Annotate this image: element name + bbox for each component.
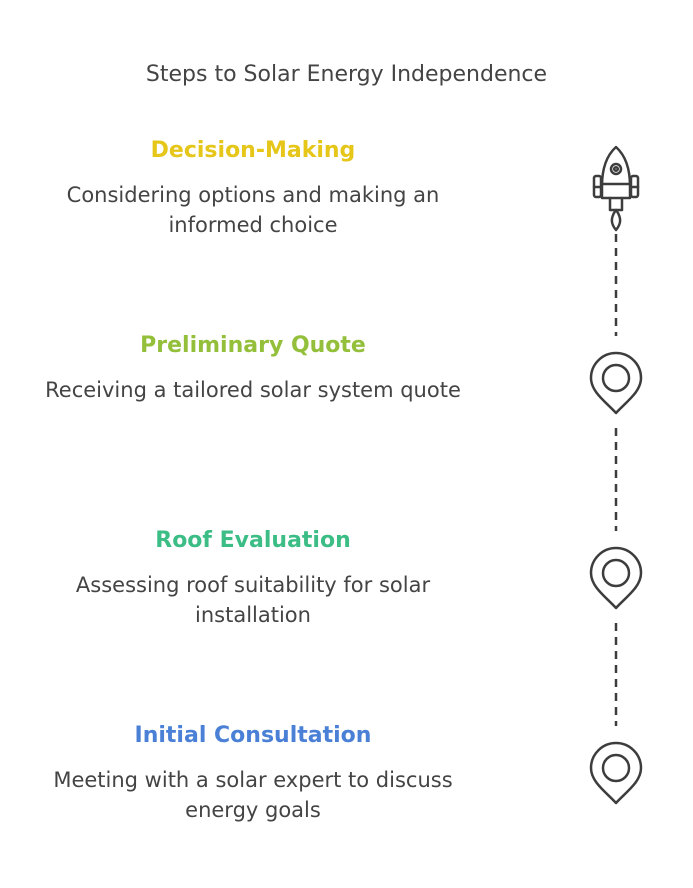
diagram-title: Steps to Solar Energy Independence (145, 62, 548, 87)
step-heading: Decision-Making (150, 138, 356, 163)
map-pin-icon (589, 546, 643, 610)
map-pin-icon (589, 741, 643, 805)
step-description: Assessing roof suitability for solar ins… (75, 573, 431, 627)
step-heading: Preliminary Quote (140, 333, 366, 358)
map-pin-icon (589, 351, 643, 415)
step-preliminary-quote: Preliminary Quote Receiving a tailored s… (18, 331, 488, 405)
step-roof-evaluation: Roof Evaluation Assessing roof suitabili… (18, 526, 488, 630)
rocket-icon (592, 145, 640, 232)
step-description: Considering options and making an inform… (66, 183, 440, 237)
step-description: Meeting with a solar expert to discuss e… (53, 768, 453, 822)
step-decision-making: Decision-Making Considering options and … (18, 136, 488, 240)
step-heading: Roof Evaluation (155, 528, 351, 553)
step-initial-consultation: Initial Consultation Meeting with a sola… (18, 721, 488, 825)
step-heading: Initial Consultation (134, 723, 372, 748)
step-description: Receiving a tailored solar system quote (45, 378, 461, 402)
